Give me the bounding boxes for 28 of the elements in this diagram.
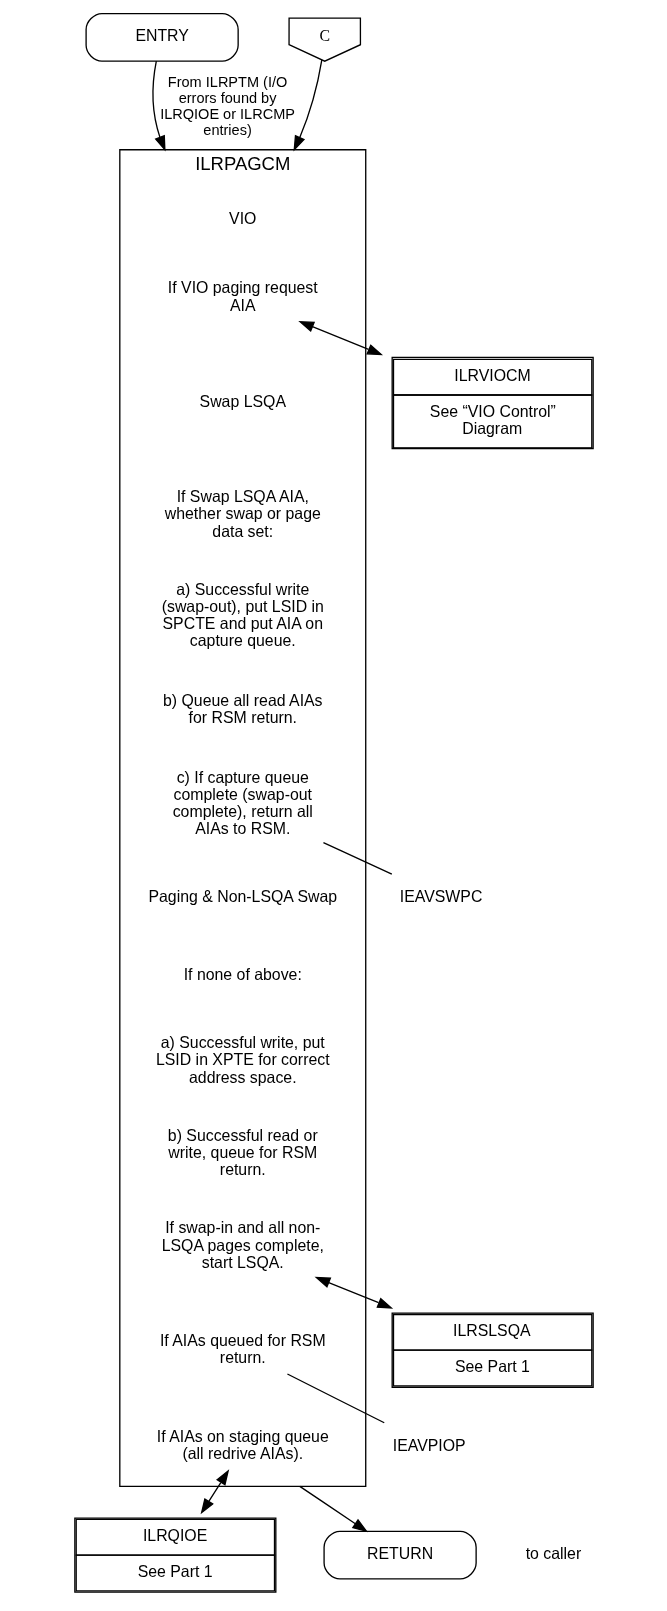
node-text: If swap-in and all non-LSQA pages complete, start LSQA. (161, 1219, 324, 1271)
node-text: If AIAs on staging queue (all redrive AIAs). (156, 1428, 329, 1463)
node-text: If Swap LSQA AIA, whether swap or page data set: (164, 488, 321, 540)
arrow (200, 1469, 229, 1515)
node-box: RETURN (322, 1530, 477, 1580)
node-text: If VIO paging request AIA (167, 279, 318, 314)
node-text: c) If capture queue complete (swap-out complete), return all AIAs to RSM. (172, 768, 313, 838)
node-text: IEAVSWPC (399, 888, 482, 906)
arrow (297, 321, 383, 356)
edge-label: From ILRPTM (I/O errors found by ILRQIOE or ILRCMP entries) (159, 74, 295, 138)
connector (286, 1373, 385, 1424)
arrow (298, 1485, 368, 1533)
node-text: If AIAs queued for RSM return. (159, 1331, 326, 1366)
arrow (292, 59, 322, 152)
node-text: Paging & Non-LSQA Swap (147, 888, 337, 906)
node-label: to caller (525, 1545, 581, 1563)
node-text: VIO (228, 209, 256, 227)
arrow (151, 60, 166, 152)
node-text: b) Queue all read AIAs for RSM return. (162, 691, 323, 726)
node-text: a) Successful write (swap-out), put LSID in SPCTE and put AIA on capture queue. (161, 580, 324, 650)
node-text: b) Successful read or write, queue for RSM return. (167, 1126, 318, 1179)
node-box: ENTRY (84, 12, 239, 62)
node-text: a) Successful write, put LSID in XPTE for correct address space. (155, 1034, 330, 1086)
node-text: IEAVPIOP (392, 1436, 466, 1454)
node-text: If none of above: (183, 966, 302, 984)
connector (322, 841, 392, 875)
node-text: Swap LSQA (199, 393, 286, 411)
arrow (314, 1276, 393, 1309)
